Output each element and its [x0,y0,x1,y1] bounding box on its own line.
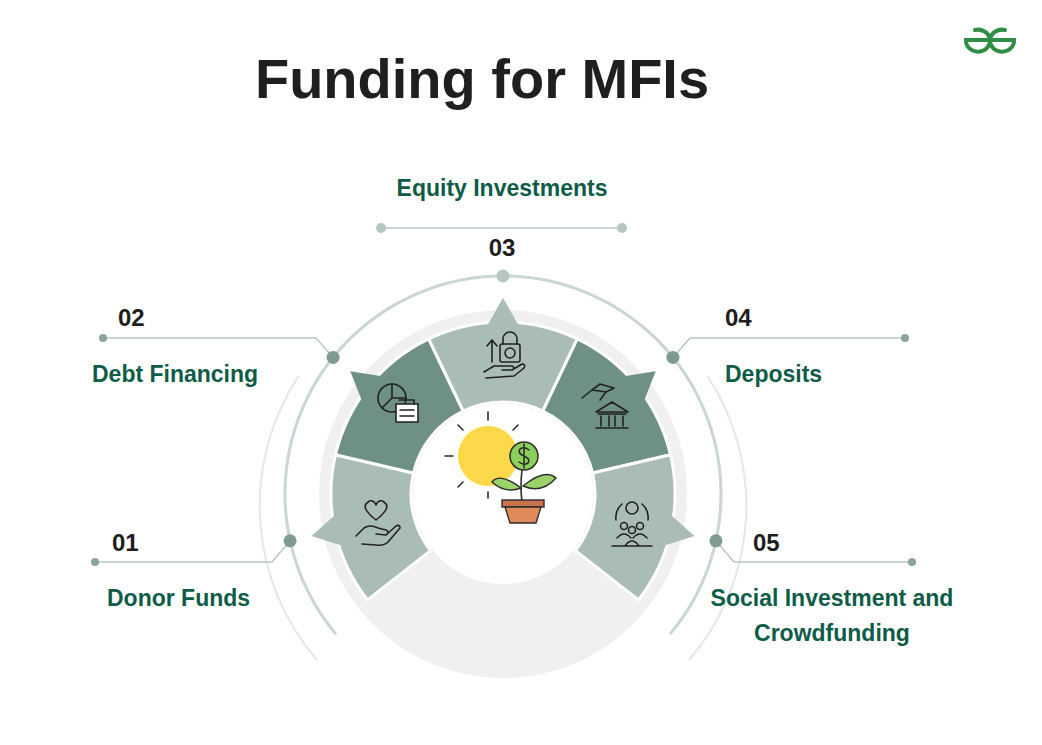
source-name-wrap: Equity Investments [397,175,608,202]
hand [484,364,525,378]
coin [626,502,638,514]
leader-dot [901,334,909,342]
leader-dot [376,223,386,233]
crowdfunding-icon [612,502,652,546]
source-name-wrap: Debt Financing [92,361,258,388]
callout-number-wrap: 02 [118,304,145,332]
source-name-wrap: Donor Funds [107,585,250,612]
outer-arc [689,376,746,660]
callout-number: 04 [725,304,752,332]
source-name: Equity Investments [397,175,608,202]
pot [505,507,541,523]
person [621,523,628,530]
leader-line [673,338,905,357]
lock-shackle [503,332,517,344]
pot-rim [502,500,544,507]
callout-number: 03 [489,234,516,262]
sun-ray [458,482,463,487]
arc-dot [709,534,722,547]
sun-ray [513,425,518,430]
callout-number-wrap: 05 [753,529,780,557]
segments [331,322,675,600]
leaf [523,474,556,488]
segment-pointer [664,515,695,546]
hand-bill [582,384,614,400]
person [629,527,636,534]
callout-number-wrap: 04 [725,304,752,332]
center-circle [413,404,593,584]
callout-number: 02 [118,304,145,332]
leader-dot [99,334,107,342]
sun [458,426,518,486]
outer-arc [260,376,317,660]
sun-ray [487,492,489,498]
leader-line [103,338,333,357]
segment-icons [356,332,652,546]
source-name: Debt Financing [92,361,258,388]
source-name: Social Investment and Crowdfunding [707,581,957,651]
heart [365,501,387,520]
source-name: Deposits [725,361,822,388]
callout-number: 01 [112,529,139,557]
center-illustration [445,412,556,523]
plant-stem [521,470,522,502]
leader-line [381,227,622,229]
arc-dot [497,270,510,283]
coin [510,442,538,470]
arc-dot [327,351,340,364]
sun-ray [487,412,489,420]
segment-pointer [624,371,656,401]
leaf [492,478,521,490]
callout-number-wrap: 01 [112,529,139,557]
heart-hand-icon [356,501,400,545]
arc-dot [666,351,679,364]
debt-box [396,404,418,422]
people [612,534,652,546]
segment-pointer [487,298,519,326]
debt-lines [399,400,414,416]
hand [356,525,400,545]
logo-stroke [966,30,992,52]
sun-ray [445,455,453,457]
sun-ray [458,425,463,430]
source-name: Donor Funds [107,585,250,612]
leader-dot [91,558,99,566]
lock-coin [505,348,515,358]
source-name-wrap: Social Investment and Crowdfunding [707,581,957,651]
diagram-title: Funding for MFIs [255,46,709,111]
bank [596,402,628,428]
equity-icon [484,332,525,378]
leader-dot [908,558,916,566]
callout-number: 05 [753,529,780,557]
lock-body [500,344,520,362]
callout-number-wrap: 03 [489,234,516,262]
source-name-wrap: Deposits [725,361,822,388]
arrow-up [487,340,497,362]
dollar-sign [519,444,529,468]
leader-line [716,541,912,562]
logo [966,30,1014,52]
deposit-icon [582,384,628,428]
segment-pointer [312,515,343,546]
cycle-arrows [616,504,648,520]
debt-icon [378,384,418,422]
leader-dot [617,223,627,233]
background-disc [319,310,687,678]
person [637,523,644,530]
diagram-title-wrap: Funding for MFIs [255,46,709,111]
arc-dot [284,534,297,547]
